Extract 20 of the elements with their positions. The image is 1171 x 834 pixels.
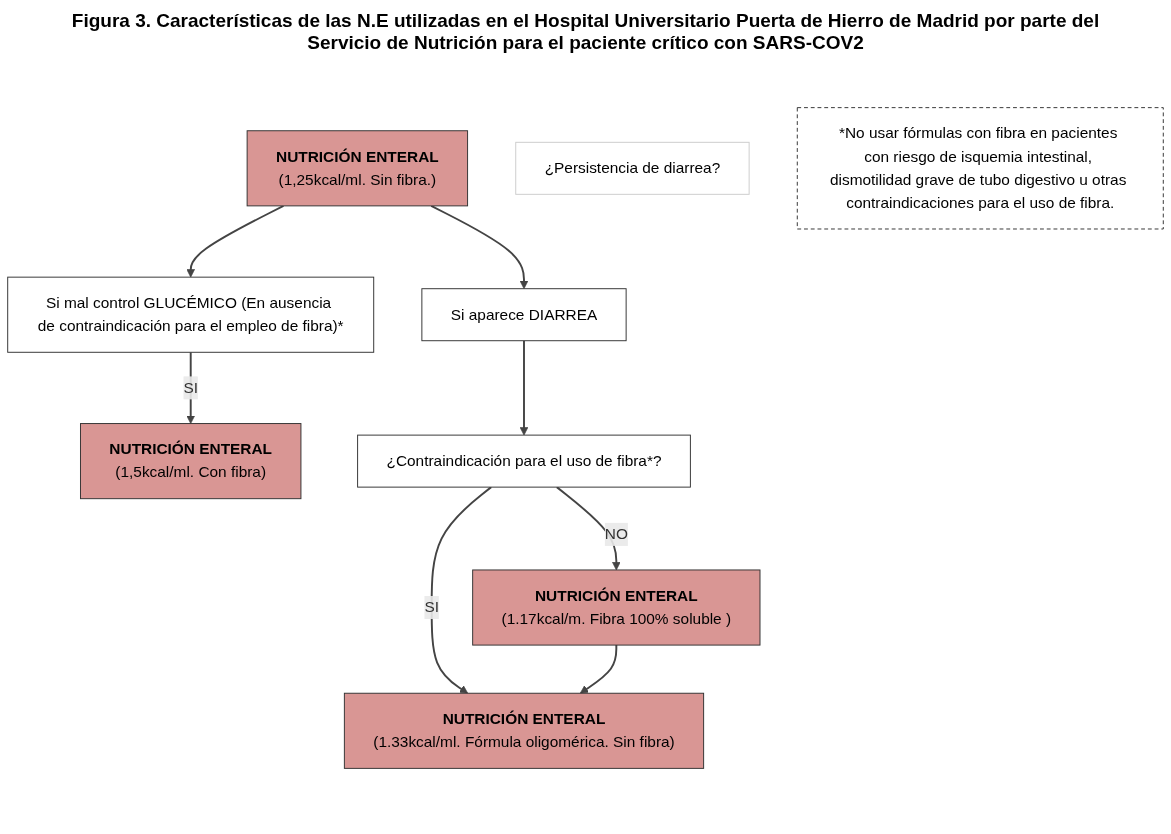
edge-label: SI bbox=[183, 379, 198, 396]
node-box: NUTRICIÓN ENTERAL (1,25kcal/ml. Sin fibra.) bbox=[246, 130, 469, 207]
arrow bbox=[430, 486, 493, 694]
node-box: ¿Persistencia de diarrea? bbox=[515, 141, 750, 195]
arrow bbox=[519, 339, 529, 436]
edge-label: SI bbox=[424, 598, 439, 616]
arrow bbox=[555, 486, 621, 571]
node-box: Si mal control GLUCÉMICO (En ausencia de contraindicación para el empleo de fibra)* bbox=[7, 276, 375, 353]
node-box: ¿Contraindicación para el uso de fibra*? bbox=[357, 434, 691, 488]
node-box: *No usar fórmulas con fibra en pacientes con riesgo de isquemia intestinal, dismotilidad grave de tubo digestivo u otras contraindicaciones para el uso de fibra. bbox=[796, 107, 1164, 230]
node-box: Si aparece DIARREA bbox=[421, 288, 627, 342]
edge-label: NO bbox=[604, 525, 628, 543]
arrow bbox=[186, 351, 195, 424]
figure-title: Figura 3. Características de las N.E utilizadas en el Hospital Universitario Puerta de Hierro de Madrid por parte del Servicio de Nutrición para el paciente crítico con SARS-COV2 bbox=[70, 10, 1101, 54]
arrow bbox=[579, 644, 618, 694]
node-box: NUTRICIÓN ENTERAL (1,5kcal/ml. Con fibra) bbox=[80, 423, 302, 500]
node-box: NUTRICIÓN ENTERAL (1.17kcal/m. Fibra 100% soluble ) bbox=[472, 569, 761, 646]
arrow bbox=[186, 204, 285, 278]
arrow bbox=[430, 204, 529, 290]
node-box: NUTRICIÓN ENTERAL (1.33kcal/ml. Fórmula oligomérica. Sin fibra) bbox=[343, 692, 705, 769]
